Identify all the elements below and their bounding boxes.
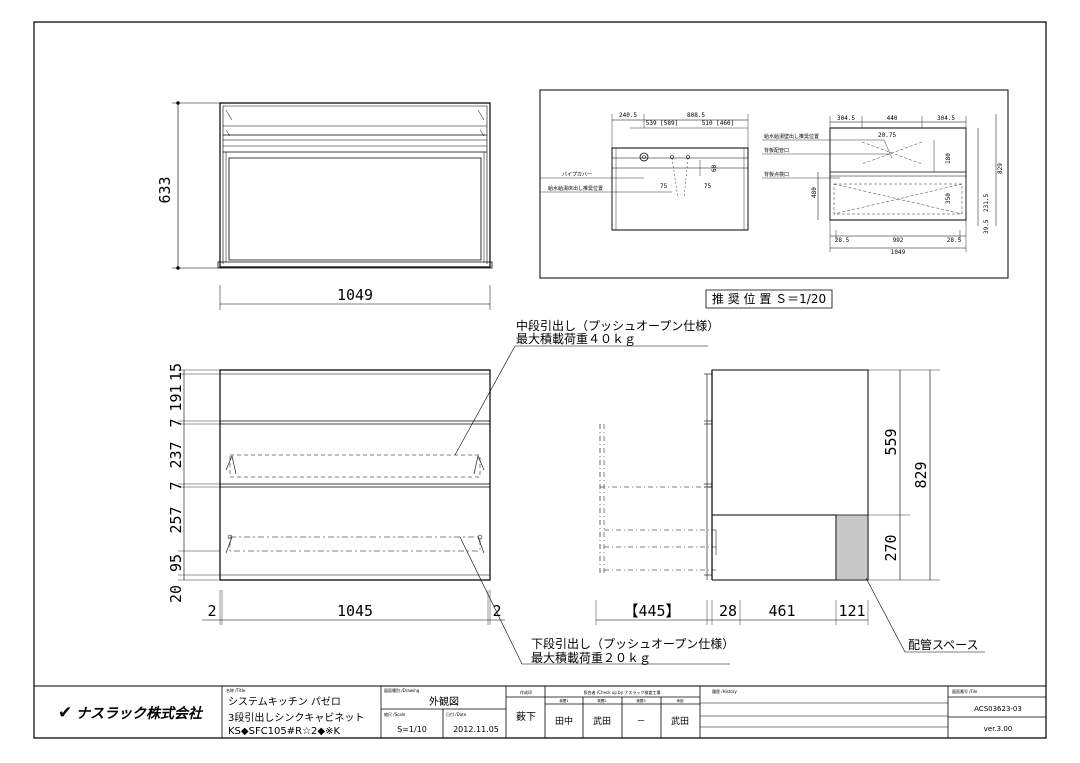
history-caption: 履歴 /History [712, 688, 737, 694]
side-dim-445: 【445】 [623, 602, 680, 620]
drawer-width-right: 2 [492, 602, 501, 620]
product-line3: KS◆SFC105#R☆2◆※K [228, 726, 340, 737]
date-caption: 日付 /Date [446, 711, 467, 717]
scale-value: S=1/10 [397, 725, 427, 734]
inset-sub-dim-1: 539 [589] [646, 120, 679, 127]
inset-right-dim-2: 440 [887, 115, 898, 122]
drawer-dim-7b: 7 [167, 481, 185, 490]
name-caption: 名称 /Title [226, 687, 246, 693]
drawer-dim-20: 20 [167, 585, 185, 603]
drawer-dim-15: 15 [167, 363, 185, 381]
front-height-label: 633 [156, 176, 174, 203]
inset-right-dim-3: 304.5 [937, 115, 955, 122]
inset-top-dim-2: 808.5 [687, 112, 705, 119]
inset-label-top-hole: 背板配管口 [764, 147, 789, 154]
file-caption: 図面番号 /File [952, 688, 978, 694]
checker1-value: 田中 [555, 715, 573, 727]
inset-label-drain-left: 給水給湯床出し推奨位置 [548, 185, 603, 192]
side-dim-121: 121 [838, 602, 865, 620]
inset-label-drain-right: 給水給湯壁出し推奨位置 [764, 133, 819, 140]
pipe-space [836, 515, 868, 580]
inset-dim-829: 829 [997, 163, 1004, 174]
approver-caption: 承認 [677, 698, 685, 703]
inset-dim-480: 480 [811, 187, 818, 198]
checker2-caption: 検閲2 [597, 698, 606, 703]
version: ver.3.00 [984, 725, 1013, 733]
drawer-dim-237: 237 [167, 441, 185, 468]
drawer-width-main: 1045 [337, 602, 373, 620]
title-block [34, 686, 1046, 738]
company-name: ナスラック株式会社 [76, 705, 204, 722]
side-dim-559: 559 [882, 428, 900, 455]
scale-caption: 縮尺 /Scale [384, 711, 406, 717]
drawer-dim-7a: 7 [167, 418, 185, 427]
inset-bottom-dim-1: 28.5 [835, 237, 850, 244]
checker3-caption: 検閲3 [636, 698, 645, 703]
inset-dim-75b: 75 [704, 183, 712, 190]
side-view [596, 370, 985, 652]
file-number: ACS03623-03 [974, 705, 1022, 713]
drawer-dim-191: 191 [167, 384, 185, 411]
check-caption: 照合者 /Check up by ナスラック検査工場 [584, 689, 661, 695]
side-dim-829: 829 [912, 461, 930, 488]
scale-label: 推 奨 位 置 Ｓ＝1/20 [712, 291, 826, 306]
drawing-type: 外観図 [429, 695, 459, 708]
date-value: 2012.11.05 [453, 725, 499, 734]
inset-dim-75a: 75 [660, 183, 668, 190]
inset-bottom-total: 1049 [891, 249, 906, 256]
company-logo-icon: ✔ [58, 703, 72, 723]
drawer-width-left: 2 [207, 602, 216, 620]
drawer-dim-257: 257 [167, 506, 185, 533]
checker2-value: 武田 [593, 715, 611, 727]
side-dim-28: 28 [719, 602, 737, 620]
front-view [172, 101, 492, 310]
approver-value: 武田 [671, 715, 689, 727]
checker3-value: － [636, 717, 645, 727]
inset-dim-350: 350 [945, 193, 952, 204]
inset-dim-39-5: 39.5 [983, 219, 990, 234]
product-line1: システムキッチン パゼロ [228, 696, 341, 708]
note-middle-line2: 最大積載荷重４０ｋｇ [516, 331, 636, 346]
inset-top-dim-1: 240.5 [619, 112, 637, 119]
front-width-label: 1049 [337, 286, 373, 304]
inset-panel [540, 90, 1008, 278]
scale-label-box [706, 290, 832, 308]
inset-bottom-dim-3: 28.5 [947, 237, 962, 244]
inset-dim-60: 60 [711, 164, 718, 172]
note-middle-line1: 中段引出し（プッシュオープン仕様） [516, 318, 719, 333]
inset-sub-dim-2: 510 [460] [702, 120, 735, 127]
inset-bottom-dim-2: 992 [893, 237, 904, 244]
inset-dim-20-75: 20.75 [878, 132, 896, 139]
inset-right-dim-1: 304.5 [837, 115, 855, 122]
pipe-space-label: 配管スペース [908, 637, 979, 652]
product-line2: 3段引出しシンクキャビネット [228, 711, 364, 724]
side-dim-461: 461 [768, 602, 795, 620]
note-bottom-line2: 最大積載荷重２０ｋｇ [531, 650, 651, 665]
drawer-dim-95: 95 [167, 554, 185, 572]
inset-dim-180: 180 [945, 153, 952, 164]
note-bottom-line1: 下段引出し（プッシュオープン仕様） [531, 636, 734, 651]
checker1-caption: 検閲1 [559, 698, 568, 703]
inset-label-pipe-cover: パイプカバー [562, 172, 592, 178]
inset-dim-231-5: 231.5 [983, 194, 990, 212]
drawing-type-caption: 図面種別 /Drawing [384, 687, 420, 693]
drawers-view [178, 346, 730, 664]
author-caption: 作成印 [520, 689, 532, 695]
side-dim-270: 270 [882, 534, 900, 561]
author-value: 薮下 [516, 711, 536, 723]
inset-label-back-hole: 背板点検口 [764, 171, 789, 178]
